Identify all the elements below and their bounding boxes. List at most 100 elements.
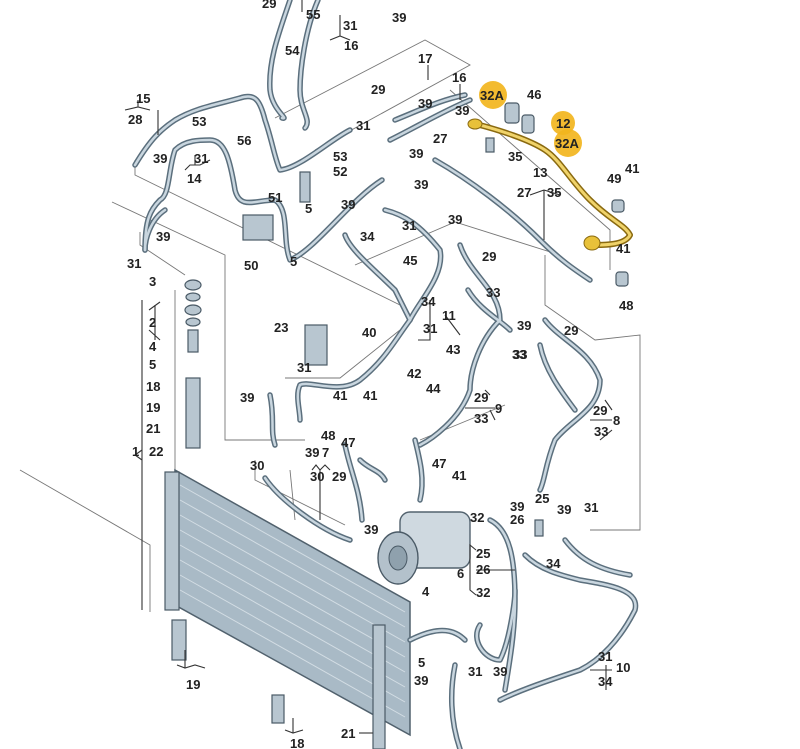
- part-label-14[interactable]: 14: [187, 171, 202, 186]
- part-label-39[interactable]: 39: [156, 229, 170, 244]
- part-label-55[interactable]: 55: [306, 7, 320, 22]
- part-label-34[interactable]: 34: [360, 229, 375, 244]
- part-label-10[interactable]: 10: [616, 660, 630, 675]
- part-label-39[interactable]: 39: [341, 197, 355, 212]
- part-label-11[interactable]: 11: [442, 308, 456, 323]
- part-label-47[interactable]: 47: [341, 435, 355, 450]
- part-label-48[interactable]: 48: [321, 428, 335, 443]
- part-label-9[interactable]: 9: [495, 401, 502, 416]
- part-label-29[interactable]: 29: [482, 249, 496, 264]
- part-label-33[interactable]: 33: [594, 424, 608, 439]
- part-label-49[interactable]: 49: [607, 171, 621, 186]
- part-label-31[interactable]: 31: [297, 360, 311, 375]
- part-label-18[interactable]: 18: [146, 379, 160, 394]
- part-label-31[interactable]: 31: [194, 151, 208, 166]
- part-label-25[interactable]: 25: [476, 546, 490, 561]
- part-label-18[interactable]: 18: [290, 736, 304, 749]
- part-label-35[interactable]: 35: [508, 149, 522, 164]
- part-label-2[interactable]: 2: [149, 315, 156, 330]
- part-label-23[interactable]: 23: [274, 320, 288, 335]
- part-label-31[interactable]: 31: [402, 218, 416, 233]
- part-label-39[interactable]: 39: [418, 96, 432, 111]
- part-label-30[interactable]: 30: [310, 469, 324, 484]
- part-label-31[interactable]: 31: [423, 321, 437, 336]
- part-label-42[interactable]: 42: [407, 366, 421, 381]
- part-label-34[interactable]: 34: [421, 294, 436, 309]
- part-label-41[interactable]: 41: [616, 241, 630, 256]
- part-label-31[interactable]: 31: [468, 664, 482, 679]
- part-label-35[interactable]: 35: [547, 185, 561, 200]
- part-label-29[interactable]: 29: [564, 323, 578, 338]
- part-label-32A[interactable]: 32A: [480, 88, 504, 103]
- part-label-48[interactable]: 48: [619, 298, 633, 313]
- part-label-44[interactable]: 44: [426, 381, 441, 396]
- part-label-31[interactable]: 31: [127, 256, 141, 271]
- part-label-53[interactable]: 53: [192, 114, 206, 129]
- part-label-54[interactable]: 54: [285, 43, 300, 58]
- part-label-39[interactable]: 39: [448, 212, 462, 227]
- part-label-51[interactable]: 51: [268, 190, 282, 205]
- part-label-33[interactable]: 33: [474, 411, 488, 426]
- part-label-31[interactable]: 31: [598, 649, 612, 664]
- part-label-40[interactable]: 40: [362, 325, 376, 340]
- part-label-39[interactable]: 39: [240, 390, 254, 405]
- part-label-50[interactable]: 50: [244, 258, 258, 273]
- part-label-31[interactable]: 31: [356, 118, 370, 133]
- part-label-39[interactable]: 39: [409, 146, 423, 161]
- part-label-41[interactable]: 41: [625, 161, 639, 176]
- part-label-33[interactable]: 33: [513, 347, 527, 362]
- part-label-52[interactable]: 52: [333, 164, 347, 179]
- part-label-1[interactable]: 1: [132, 444, 139, 459]
- part-label-26[interactable]: 26: [510, 512, 524, 527]
- part-label-5[interactable]: 5: [418, 655, 425, 670]
- part-label-39[interactable]: 39: [493, 664, 507, 679]
- part-label-39[interactable]: 39: [364, 522, 378, 537]
- part-label-5[interactable]: 5: [305, 201, 312, 216]
- part-label-29[interactable]: 29: [262, 0, 276, 11]
- part-label-26[interactable]: 26: [476, 562, 490, 577]
- part-label-34[interactable]: 34: [598, 674, 613, 689]
- part-label-39[interactable]: 39: [517, 318, 531, 333]
- part-label-6[interactable]: 6: [457, 566, 464, 581]
- part-label-39[interactable]: 39: [153, 151, 167, 166]
- part-label-39[interactable]: 39: [392, 10, 406, 25]
- part-label-47[interactable]: 47: [432, 456, 446, 471]
- part-label-41[interactable]: 41: [452, 468, 466, 483]
- part-label-34[interactable]: 34: [546, 556, 561, 571]
- part-label-4[interactable]: 4: [422, 584, 430, 599]
- part-label-46[interactable]: 46: [527, 87, 541, 102]
- part-label-21[interactable]: 21: [146, 421, 160, 436]
- part-label-16[interactable]: 16: [344, 38, 358, 53]
- part-label-56[interactable]: 56: [237, 133, 251, 148]
- part-label-45[interactable]: 45: [403, 253, 417, 268]
- part-label-39[interactable]: 39: [414, 673, 428, 688]
- part-label-16[interactable]: 16: [452, 70, 466, 85]
- part-label-22[interactable]: 22: [149, 444, 163, 459]
- part-label-13[interactable]: 13: [533, 165, 547, 180]
- part-label-39[interactable]: 39: [305, 445, 319, 460]
- part-label-8[interactable]: 8: [613, 413, 620, 428]
- part-label-17[interactable]: 17: [418, 51, 432, 66]
- part-label-4[interactable]: 4: [149, 339, 157, 354]
- part-label-28[interactable]: 28: [128, 112, 142, 127]
- part-label-33[interactable]: 33: [486, 285, 500, 300]
- part-label-5[interactable]: 5: [149, 357, 156, 372]
- part-label-43[interactable]: 43: [446, 342, 460, 357]
- part-label-31[interactable]: 31: [584, 500, 598, 515]
- part-label-33[interactable]: 33: [512, 347, 526, 362]
- part-label-7[interactable]: 7: [322, 445, 329, 460]
- part-label-32[interactable]: 32: [470, 510, 484, 525]
- part-label-29[interactable]: 29: [332, 469, 346, 484]
- part-label-32A[interactable]: 32A: [555, 136, 579, 151]
- part-label-3[interactable]: 3: [149, 274, 156, 289]
- part-label-32[interactable]: 32: [476, 585, 490, 600]
- part-label-29[interactable]: 29: [474, 390, 488, 405]
- part-label-21[interactable]: 21: [341, 726, 355, 741]
- part-label-39[interactable]: 39: [414, 177, 428, 192]
- part-label-19[interactable]: 19: [186, 677, 200, 692]
- part-label-39[interactable]: 39: [455, 103, 469, 118]
- part-label-31[interactable]: 31: [343, 18, 357, 33]
- part-label-25[interactable]: 25: [535, 491, 549, 506]
- part-label-53[interactable]: 53: [333, 149, 347, 164]
- part-label-15[interactable]: 15: [136, 91, 150, 106]
